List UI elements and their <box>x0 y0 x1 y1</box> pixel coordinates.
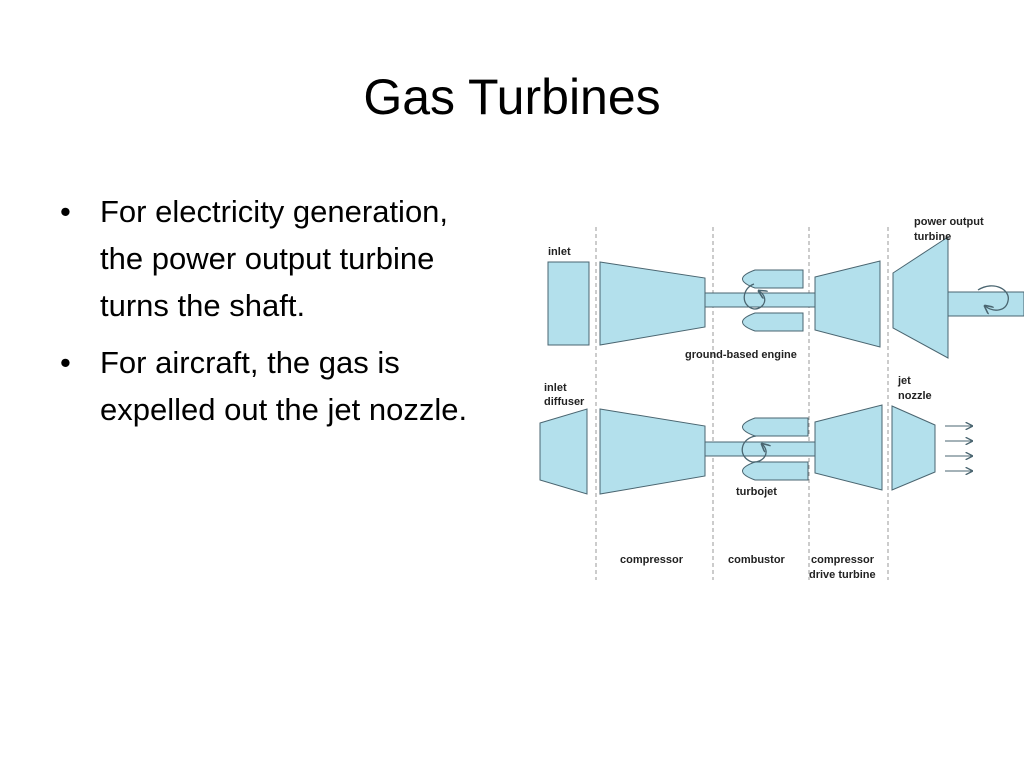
label-drive-turbine-1: compressor <box>811 554 875 566</box>
compressor-drive-turbine <box>814 404 883 491</box>
turbojet-engine <box>539 404 936 495</box>
label-ground-based-engine: ground-based engine <box>685 349 797 361</box>
combustor-chamber-upper <box>742 417 809 437</box>
jet-nozzle-section <box>891 405 936 491</box>
label-combustor: combustor <box>728 554 786 566</box>
slide-title: Gas Turbines <box>363 69 661 125</box>
compressor-drive-turbine <box>814 260 881 348</box>
bullet-list: • For electricity generation, the power … <box>60 188 480 443</box>
combustor-chamber-lower <box>742 461 809 481</box>
ground-based-engine <box>547 236 1024 359</box>
label-inlet: inlet <box>548 246 571 258</box>
rotation-arrow-icon <box>743 283 764 310</box>
combustor-chamber-lower <box>742 312 804 332</box>
inlet-section <box>547 261 590 346</box>
section-dividers <box>595 227 889 580</box>
label-power-output-turbine: turbine <box>914 231 951 243</box>
label-power-output: power output <box>914 216 984 228</box>
exhaust-arrows-icon <box>945 426 972 471</box>
output-shaft <box>947 291 1024 317</box>
label-inlet-diffuser-2: diffuser <box>544 396 585 408</box>
label-inlet-diffuser-1: inlet <box>544 382 567 394</box>
combustor-chamber-upper <box>742 269 804 289</box>
shaft <box>704 441 816 457</box>
label-compressor: compressor <box>620 554 684 566</box>
label-jet-nozzle-1: jet <box>897 375 911 387</box>
label-jet-nozzle-2: nozzle <box>898 390 932 402</box>
rotation-arrow-icon <box>741 435 766 463</box>
rotation-arrow-icon <box>977 285 1009 310</box>
compressor-section <box>599 261 706 346</box>
inlet-diffuser-section <box>539 408 588 495</box>
gas-turbine-diagram: inlet power output turbine ground-based … <box>530 205 1024 590</box>
label-drive-turbine-2: drive turbine <box>809 569 876 581</box>
bullet-text: For aircraft, the gas is expelled out th… <box>100 345 468 427</box>
bullet-text: For electricity generation, the power ou… <box>100 194 449 323</box>
bullet-item: • For aircraft, the gas is expelled out … <box>60 339 480 433</box>
bullet-dot-icon: • <box>60 194 71 229</box>
bullet-dot-icon: • <box>60 345 71 380</box>
shaft <box>704 292 816 308</box>
bullet-item: • For electricity generation, the power … <box>60 188 480 329</box>
label-turbojet: turbojet <box>736 486 777 498</box>
compressor-section <box>599 408 706 495</box>
power-output-turbine <box>892 236 949 359</box>
